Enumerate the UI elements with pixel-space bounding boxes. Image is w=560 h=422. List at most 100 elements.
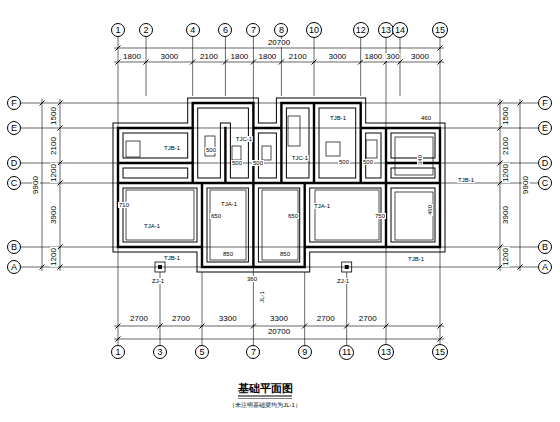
footing-outline [262,146,271,160]
dimension-text: 2700 [358,315,378,323]
axis-bubble: A [7,260,21,274]
footing-label: TJA-1 [220,201,238,207]
axis-line [146,37,147,96]
axis-bubble: B [7,240,21,254]
axis-line [346,262,347,345]
footing-outline [326,142,340,156]
footing-label: 460 [427,204,433,216]
dimension-text: 2100 [199,53,219,61]
footing-label: 750 [374,213,386,219]
dimension-lines [40,46,523,342]
footing-label: 650 [287,213,299,219]
axis-line [21,128,538,129]
dimension-line [114,62,444,63]
dimension-text: 2100 [502,136,510,156]
axis-line [253,37,254,345]
axis-number: A [11,263,17,272]
dimension-text: 1200 [50,163,58,183]
axis-number: C [542,179,549,188]
dimension-text: 2700 [171,315,191,323]
footing-label: TJC-1 [235,136,253,142]
axis-bubble: 9 [298,345,312,359]
dimension-text: 1800 [229,53,249,61]
axis-bubble: F [538,96,552,110]
axis-number: 10 [309,26,319,35]
axis-bubble: A [538,260,552,274]
axis-number: B [11,243,17,252]
dimension-tick [279,60,284,65]
dimension-line [114,48,444,49]
footing-label: 500 [252,160,264,166]
footing-label: 500 [362,159,374,165]
dimension-text: 9900 [522,175,530,195]
dimension-text: 3000 [159,53,179,61]
footing-outline [232,146,241,160]
axis-bubble: F [7,96,21,110]
axis-number: 12 [356,26,366,35]
footing-label: 360 [246,276,258,282]
footing-label: TJB-1 [163,255,181,261]
footing-outline [395,137,433,175]
axis-line [440,38,441,344]
footing-outline [288,116,300,146]
axis-line-group [146,37,400,345]
footing-outline [262,190,298,260]
dimension-text: 3300 [218,315,238,323]
axis-line [386,38,387,344]
dimension-tick [312,60,317,65]
footing-outline [210,190,246,260]
axis-bubble: C [538,176,552,190]
dimension-text: 3900 [502,205,510,225]
axis-bubble: 7 [246,23,260,37]
axis-number: 2 [143,26,148,35]
footing-outline [315,190,379,240]
footing-label: TJA-1 [313,203,331,209]
footing-label: 500 [338,159,350,165]
footing-edge [118,103,440,267]
axis-bubble: D [7,156,21,170]
axis-number: 5 [199,348,204,357]
axis-bubble: 8 [274,23,288,37]
axis-line [360,37,361,96]
footing-outline [205,136,215,156]
axis-number: D [11,159,18,168]
axis-bubble: 1 [111,23,125,37]
dimension-text: 1200 [50,247,58,267]
axis-bubble: 10 [306,22,322,38]
dimension-text: 3900 [50,205,58,225]
axis-line [21,267,538,268]
footing-label: 340 [417,154,423,166]
dimension-line [60,99,61,271]
dimension-text: 20700 [267,39,291,47]
footing-outline [395,192,433,240]
axis-bubble: 5 [195,345,209,359]
footing-fill [118,103,440,267]
axis-line [225,37,226,96]
axis-line [192,37,193,96]
axis-bubble: 4 [186,23,200,37]
footing-label: TJB-1 [407,256,425,262]
axis-number: 11 [342,348,351,357]
axis-line [304,262,305,345]
axis-number: F [11,99,17,108]
footing-outline [366,140,377,158]
axis-number: 14 [395,26,405,35]
footing-outline [126,141,140,157]
axis-bubble: E [7,121,21,135]
dimension-line [114,326,444,327]
dimension-text: 2100 [50,136,58,156]
dimension-text: 1800 [122,53,142,61]
footing-label: 710 [118,202,130,208]
axis-line [314,37,315,96]
footing-label: 850 [279,251,291,257]
footing-label: 460 [420,115,432,121]
axis-number: 7 [251,348,256,357]
dimension-text: 1800 [363,53,383,61]
footing-label: 650 [210,213,222,219]
axis-bubble: 12 [353,22,369,38]
axis-number: 8 [279,26,284,35]
dimension-tick [223,60,228,65]
footing-label: 500 [231,160,243,166]
axis-number: 6 [223,26,228,35]
